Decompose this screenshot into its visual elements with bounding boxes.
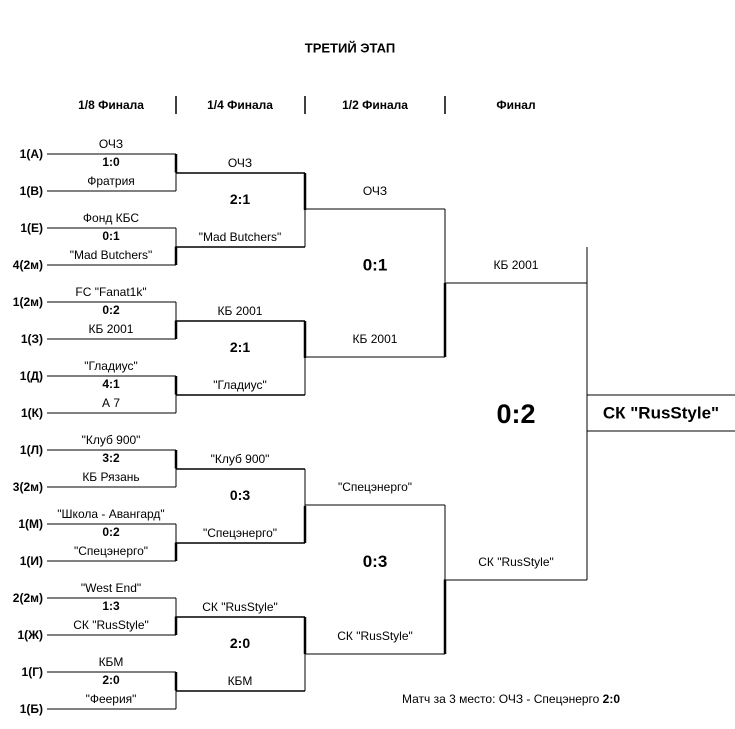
seed-label: 4(2м)	[13, 258, 43, 272]
seed-label: 1(И)	[20, 554, 43, 568]
team-name: СК "RusStyle"	[478, 555, 554, 569]
team-name: "Клуб 900"	[211, 452, 270, 466]
team-name: КБ 2001	[218, 304, 263, 318]
team-name: FC "Fanat1k"	[75, 285, 146, 299]
team-name: "Феерия"	[86, 692, 137, 706]
team-name: "Гладиус"	[213, 378, 267, 392]
match-score: 4:1	[102, 377, 120, 391]
seed-label: 1(Е)	[20, 221, 43, 235]
team-name: КБМ	[99, 655, 124, 669]
third-place-label: Матч за 3 место: ОЧЗ - Спецэнерго	[402, 692, 603, 706]
team-name: "Спецэнерго"	[338, 480, 412, 494]
team-name: "Школа - Авангард"	[57, 507, 164, 521]
match-score: 1:3	[102, 599, 120, 613]
page-title: ТРЕТИЙ ЭТАП	[305, 41, 395, 56]
match-score: 2:0	[102, 673, 120, 687]
team-name: СК "RusStyle"	[73, 618, 149, 632]
team-name: "Спецэнерго"	[203, 526, 277, 540]
seed-label: 1(В)	[20, 184, 43, 198]
team-name: СК "RusStyle"	[337, 629, 413, 643]
team-name: "Спецэнерго"	[74, 544, 148, 558]
match-score: 2:1	[230, 339, 250, 355]
team-name: "Mad Butchers"	[70, 248, 153, 262]
team-name: КБ 2001	[353, 332, 398, 346]
seed-label: 3(2м)	[13, 480, 43, 494]
match-score: 0:2	[102, 303, 120, 317]
team-name: ОЧЗ	[363, 184, 387, 198]
final-score: 0:2	[496, 399, 535, 429]
team-name: А 7	[102, 396, 120, 410]
team-name: Фонд КБС	[83, 211, 139, 225]
match-score: 1:0	[102, 155, 120, 169]
team-name: КБ 2001	[89, 322, 134, 336]
seed-label: 2(2м)	[13, 591, 43, 605]
match-score: 0:2	[102, 525, 120, 539]
match-score: 0:1	[102, 229, 120, 243]
team-name: "West End"	[81, 581, 141, 595]
round-header: Финал	[496, 98, 535, 112]
seed-label: 1(З)	[21, 332, 43, 346]
team-name: КБМ	[228, 674, 253, 688]
seed-label: 1(Д)	[20, 369, 43, 383]
match-score: 3:2	[102, 451, 120, 465]
seed-label: 1(Л)	[20, 443, 43, 457]
seed-label: 1(М)	[18, 517, 43, 531]
team-name: Фратрия	[87, 174, 135, 188]
match-score: 2:0	[230, 635, 250, 651]
seed-label: 1(Б)	[20, 702, 43, 716]
third-place-score: 2:0	[603, 692, 621, 706]
seed-label: 1(2м)	[13, 295, 43, 309]
match-score: 0:1	[363, 256, 388, 275]
team-name: ОЧЗ	[99, 137, 123, 151]
team-name: "Гладиус"	[84, 359, 138, 373]
round-header: 1/4 Финала	[207, 98, 273, 112]
match-score: 0:3	[230, 487, 250, 503]
match-score: 2:1	[230, 191, 250, 207]
team-name: СК "RusStyle"	[202, 600, 278, 614]
third-place-note: Матч за 3 место: ОЧЗ - Спецэнерго 2:0	[402, 692, 620, 706]
round-header: 1/8 Финала	[78, 98, 144, 112]
seed-label: 1(Ж)	[17, 628, 43, 642]
team-name: КБ Рязань	[82, 470, 139, 484]
team-name: "Клуб 900"	[82, 433, 141, 447]
seed-label: 1(Г)	[22, 665, 43, 679]
seed-label: 1(К)	[21, 406, 43, 420]
champion-name: СК "RusStyle"	[603, 404, 719, 423]
team-name: КБ 2001	[494, 258, 539, 272]
team-name: "Mad Butchers"	[199, 230, 282, 244]
bracket-lines	[47, 96, 735, 710]
match-score: 0:3	[363, 552, 388, 571]
team-name: ОЧЗ	[228, 156, 252, 170]
bracket-labels: ТРЕТИЙ ЭТАП 1/8 Финала 1/4 Финала 1/2 Финал…	[13, 41, 719, 717]
seed-label: 1(А)	[20, 147, 43, 161]
round-header: 1/2 Финала	[342, 98, 408, 112]
